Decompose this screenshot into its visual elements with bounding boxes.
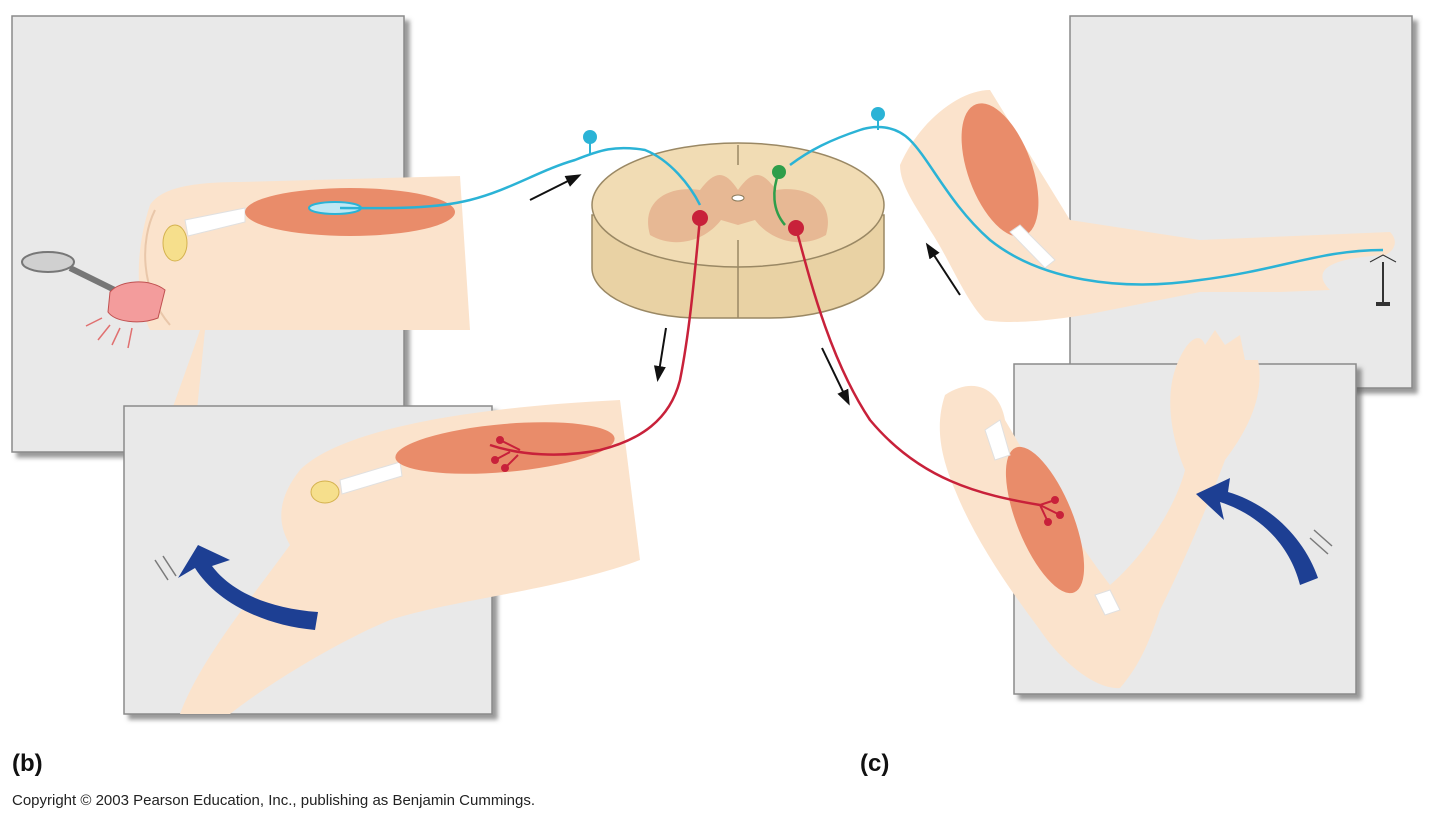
patella-top: [162, 224, 188, 262]
biceps-tendon-bottom: [984, 419, 1121, 616]
motor-neuron-cell-body-right: [788, 220, 804, 236]
panel-label-c: (c): [860, 750, 890, 777]
motor-endplates-left: [491, 436, 521, 472]
tack-icon: [1369, 254, 1397, 306]
arrow-motor-out-left: [653, 327, 667, 382]
arrow-motor-out-right: [821, 347, 850, 406]
impact-lines: [85, 317, 133, 349]
withdraw-arrow: [1196, 478, 1318, 585]
biceps-muscle-top: [961, 103, 1039, 237]
motor-neuron-cell-body-left: [692, 210, 708, 226]
patella-bottom: [310, 480, 340, 504]
kick-arrow: [178, 545, 318, 630]
patellar-tendon-bottom: [339, 461, 403, 495]
panel-label-b: (b): [12, 750, 43, 777]
biceps-tendon-top: [1009, 224, 1056, 269]
sensory-ganglion-right: [871, 107, 885, 121]
spinal-cord: [591, 142, 885, 319]
motor-neuron-right: [794, 227, 1041, 507]
leg-bottom: [180, 400, 640, 714]
motion-lines-right: [1309, 529, 1333, 555]
leg-top: [138, 176, 470, 430]
motor-endplates-right: [1039, 496, 1064, 526]
arm-bottom: [939, 330, 1260, 689]
sensory-neuron-right: [789, 125, 1384, 286]
interneuron-cell-body: [772, 165, 786, 179]
panel-arm-top: [1069, 15, 1413, 389]
arrow-sensory-in-left: [529, 174, 582, 201]
copyright-notice: Copyright © 2003 Pearson Education, Inc.…: [12, 792, 536, 809]
sensory-ganglion-left: [583, 130, 597, 144]
sensory-neuron-left: [339, 146, 702, 210]
patellar-tendon-top: [184, 207, 246, 237]
reflex-hammer: [21, 251, 166, 323]
arrow-sensory-in-right: [925, 242, 961, 296]
motion-lines-left: [154, 555, 177, 581]
motor-neuron-left: [489, 217, 702, 456]
central-canal: [731, 194, 745, 202]
